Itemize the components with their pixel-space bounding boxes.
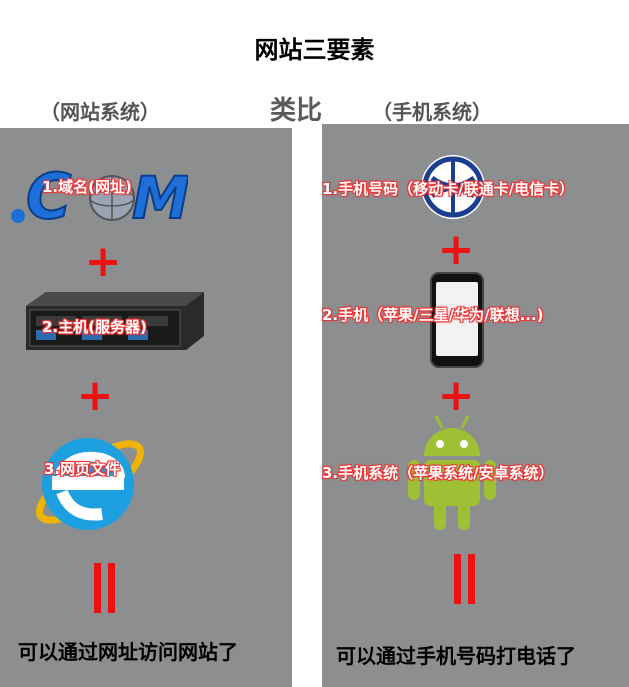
svg-text:M: M [132, 164, 188, 230]
ie-browser-icon [36, 438, 144, 530]
phone-result-text: 可以通过手机号码打电话了 [336, 644, 576, 668]
smartphone-icon [430, 272, 484, 368]
android-robot-icon [408, 415, 496, 530]
right-step-2-label: 2.手机（苹果/三星/华为/联想...) [322, 306, 544, 324]
china-mobile-logo-icon [421, 155, 485, 219]
website-system-panel [0, 128, 292, 687]
left-column-header: （网站系统） [40, 100, 160, 124]
right-column-header: （手机系统） [372, 100, 492, 124]
analogy-label: 类比 [270, 96, 323, 126]
website-result-text: 可以通过网址访问网站了 [18, 640, 238, 664]
page-title: 网站三要素 [254, 36, 375, 64]
right-step-1-label: 1.手机号码（移动卡/联通卡/电信卡） [322, 180, 575, 198]
left-step-2-label: 2.主机(服务器) [42, 318, 147, 336]
equals-sign [94, 563, 124, 613]
svg-text:C: C [26, 160, 72, 230]
server-icon [26, 292, 204, 350]
plus-sign: + [84, 236, 122, 287]
plus-sign: + [437, 224, 475, 275]
plus-sign: + [437, 370, 475, 421]
phone-system-panel [322, 124, 629, 687]
plus-sign: + [76, 370, 114, 421]
right-step-3-label: 3.手机系统（苹果系统/安卓系统） [322, 464, 554, 482]
equals-sign [454, 554, 484, 604]
left-step-3-label: 3.网页文件 [44, 460, 121, 478]
dotcom-domain-icon: C M [11, 160, 188, 230]
left-step-1-label: 1.域名(网址) [42, 178, 132, 196]
